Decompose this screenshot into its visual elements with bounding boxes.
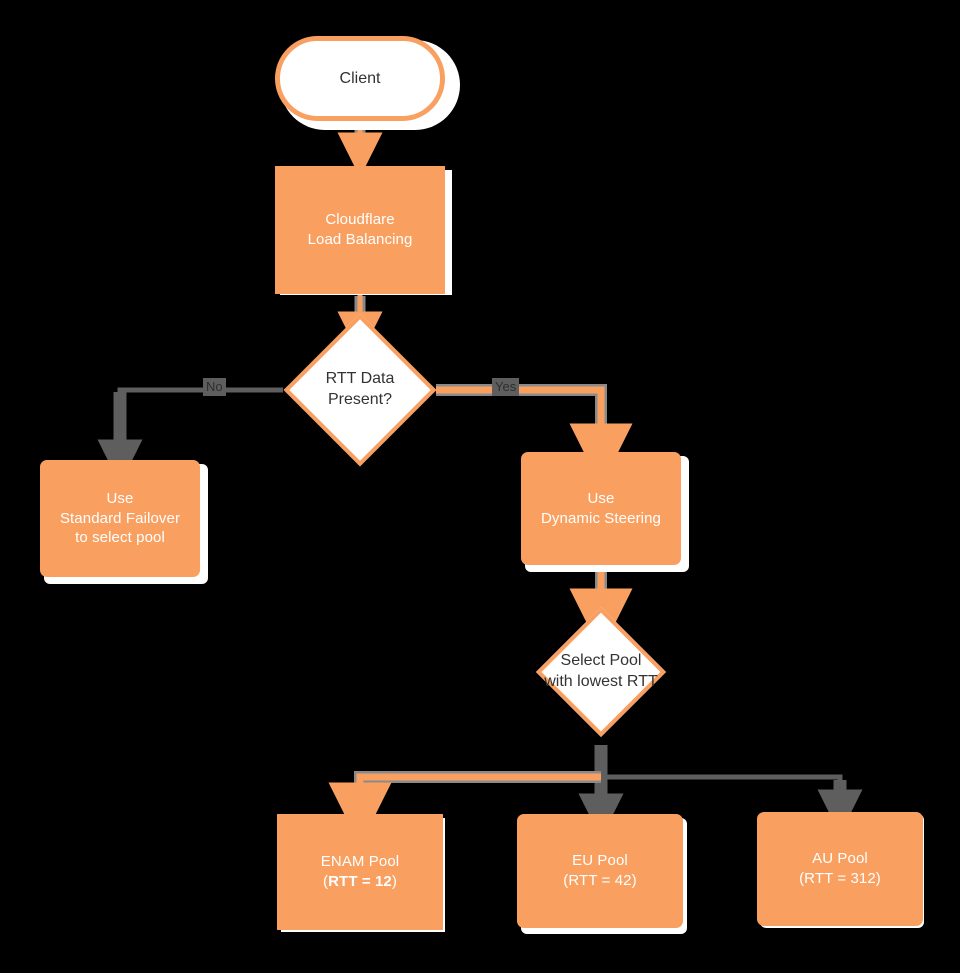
node-au-pool[interactable]: AU Pool (RTT = 312) bbox=[757, 812, 923, 926]
node-load-balancing[interactable]: Cloudflare Load Balancing bbox=[275, 166, 445, 294]
enam-pool-rtt: (RTT = 12) bbox=[323, 872, 397, 892]
dynamic-steering-line2: Dynamic Steering bbox=[541, 509, 661, 527]
node-eu-pool[interactable]: EU Pool (RTT = 42) bbox=[517, 814, 683, 928]
enam-pool-rtt-open: ( bbox=[323, 873, 329, 890]
eu-pool-line2: (RTT = 42) bbox=[563, 872, 637, 889]
edge-label-yes-text: Yes bbox=[495, 379, 517, 394]
edge-selectpool-to-au-pool bbox=[601, 774, 863, 835]
node-rtt-decision[interactable]: RTT Data Present? bbox=[283, 313, 437, 467]
au-pool-line2: (RTT = 312) bbox=[799, 870, 881, 887]
enam-pool-line1: ENAM Pool bbox=[320, 853, 400, 871]
edge-selectpool-to-enam-pool bbox=[328, 771, 601, 846]
dynamic-steering-line1: Use bbox=[587, 489, 615, 507]
select-pool-label: Select Pool with lowest RTT bbox=[495, 626, 707, 718]
standard-failover-line3: to select pool bbox=[75, 529, 165, 547]
edge-label-yes: Yes bbox=[492, 378, 520, 396]
standard-failover-line1: Use bbox=[106, 489, 134, 507]
select-pool-line2: with lowest RTT bbox=[544, 673, 658, 690]
node-client-label: Client bbox=[339, 69, 381, 87]
rtt-decision-line2: Present? bbox=[327, 391, 393, 408]
standard-failover-line2: Standard Failover bbox=[59, 509, 181, 527]
node-enam-pool[interactable]: ENAM Pool (RTT = 12) bbox=[277, 814, 443, 930]
node-client[interactable]: Client bbox=[275, 36, 445, 121]
eu-pool-line1: EU Pool bbox=[572, 852, 628, 870]
enam-pool-rtt-close: ) bbox=[391, 873, 397, 890]
enam-pool-rtt-value: RTT = 12 bbox=[328, 873, 392, 890]
edge-label-no-text: No bbox=[206, 379, 223, 394]
rtt-decision-line1: RTT Data bbox=[325, 370, 395, 388]
edge-label-no: No bbox=[203, 378, 226, 396]
node-dynamic-steering[interactable]: Use Dynamic Steering bbox=[521, 452, 681, 565]
node-load-balancing-line2: Load Balancing bbox=[307, 231, 413, 248]
node-load-balancing-line1: Cloudflare bbox=[325, 211, 395, 229]
rtt-decision-label: RTT Data Present? bbox=[256, 336, 464, 444]
node-standard-failover[interactable]: Use Standard Failover to select pool bbox=[40, 460, 200, 577]
au-pool-line1: AU Pool bbox=[812, 850, 868, 868]
select-pool-line1: Select Pool bbox=[560, 652, 642, 670]
node-select-pool[interactable]: Select Pool with lowest RTT bbox=[535, 606, 667, 738]
edge-rtt-yes-to-dynamic-steering bbox=[436, 384, 633, 487]
edge-rtt-no-to-standard-failover bbox=[97, 387, 283, 485]
